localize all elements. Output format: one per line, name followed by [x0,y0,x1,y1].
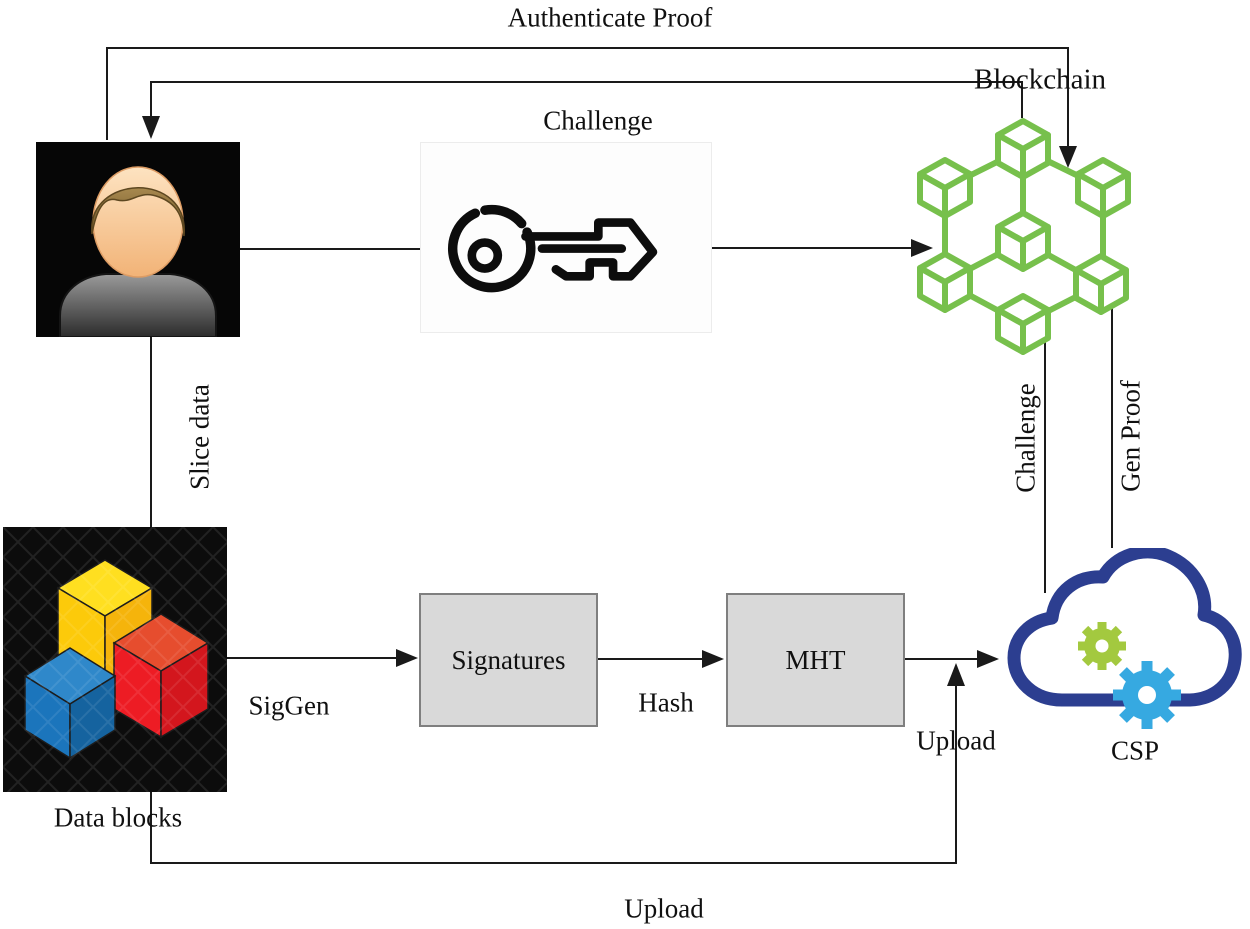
label-blockchain: Blockchain [973,63,1107,96]
edge-upload [150,686,957,864]
arrowhead-right-blockchain [911,239,933,257]
signatures-box-label: Signatures [451,644,566,675]
crosshatch-overlay [3,527,227,792]
label-slice-data: Slice data [184,384,215,490]
arrowhead-up-upload [947,663,965,686]
label-upload-bottom: Upload [624,893,704,924]
edge-blockchain-to-user [150,81,1023,118]
arrowhead-right-csp [977,650,999,668]
user-avatar-image [36,142,240,338]
label-data-blocks: Data blocks [53,802,183,833]
signatures-box: Signatures [419,593,598,727]
user-icon [36,142,240,342]
arrowhead-down-blockchain [1059,146,1077,168]
key-bow-arc [448,208,536,293]
label-challenge-top: Challenge [543,105,653,136]
edge-authenticate-proof [106,47,1069,147]
blockchain-icon [915,112,1135,360]
label-csp: CSP [1110,735,1160,766]
avatar-face [92,166,184,278]
mht-box-label: MHT [785,644,846,675]
label-siggen: SigGen [248,690,330,721]
key-bow-arc-top [480,204,527,229]
label-authenticate-proof: Authenticate Proof [507,2,713,33]
data-blocks-icon [3,527,227,797]
key-hole [467,238,503,273]
key-icon [438,172,698,325]
blockchain-image [915,112,1135,355]
avatar-shoulders [59,273,217,338]
label-gen-proof: Gen Proof [1115,380,1146,492]
key-shaft [521,218,658,281]
cloud-outline [1007,545,1242,707]
cloud-image [1007,545,1242,729]
label-upload-mid: Upload [916,725,996,756]
mht-box: MHT [726,593,905,727]
avatar-hair [91,187,185,237]
key-image [448,204,658,293]
gear-icon-blue [1113,661,1181,729]
arrowhead-down-user [142,116,160,139]
arrowhead-right-signatures [396,649,418,667]
csp-cloud-icon [1000,545,1246,745]
arrowhead-right-mht [702,650,724,668]
data-blocks-image [3,527,227,792]
label-challenge-right: Challenge [1010,383,1041,493]
label-hash: Hash [638,687,694,718]
gear-icon-green [1078,622,1126,670]
